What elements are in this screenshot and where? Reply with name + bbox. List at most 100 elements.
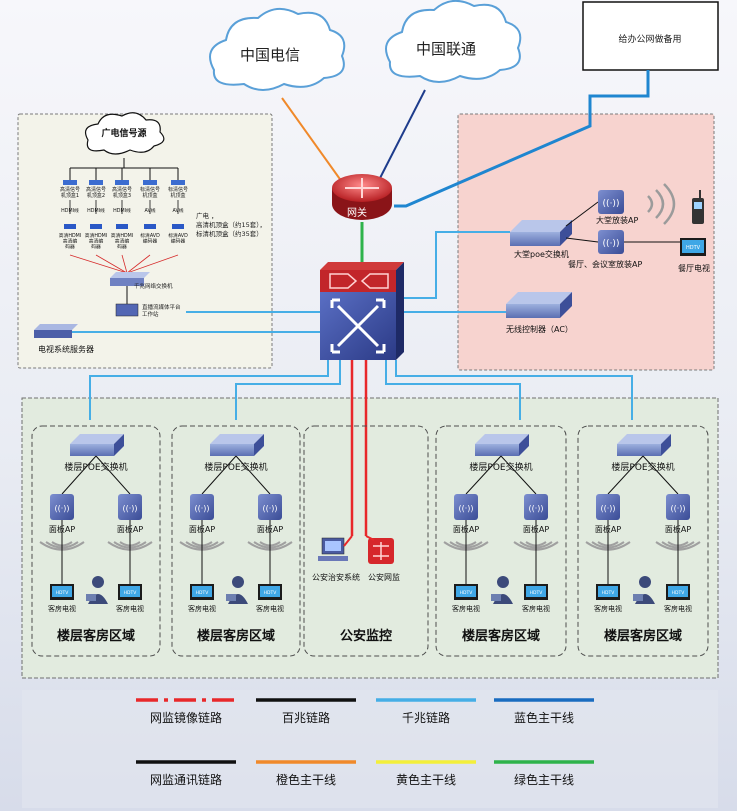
switch-to-ap-link xyxy=(61,455,97,495)
hdtv-label: HDTV xyxy=(530,590,544,596)
zone-title: 公安监控 xyxy=(340,628,392,644)
room-tv-label: 客房电视 xyxy=(452,604,480,613)
zone-title: 楼层客房区域 xyxy=(604,628,682,644)
lobby-poe-switch-label: 大堂poe交换机 xyxy=(514,249,569,259)
room-tv-label: 客房电视 xyxy=(48,604,76,613)
tv-system-note: 广电 ，高清机顶盒（约15套），标清机顶盒（约35套） xyxy=(196,211,266,238)
telecom-orange-link xyxy=(281,97,343,183)
encoder-uplink-3 xyxy=(121,254,128,274)
set-top-box-icon xyxy=(63,180,77,185)
room-tv: HDTV xyxy=(524,584,548,600)
zone-title: 楼层客房区域 xyxy=(462,628,540,644)
cloud-telecom-label: 中国电信 xyxy=(240,46,300,64)
hdtv-label: HDTV xyxy=(264,590,278,596)
switch-to-ap-link xyxy=(201,455,237,495)
hdtv-label: HDTV xyxy=(56,590,70,596)
floor-poe-switch xyxy=(70,434,124,456)
room-tv-label: 客房电视 xyxy=(116,604,144,613)
cloud-unicom-label: 中国联通 xyxy=(416,40,476,58)
hdtv-label: HDTV xyxy=(124,590,138,596)
encoder-icon xyxy=(144,224,156,229)
encoder-uplink-2 xyxy=(95,254,128,274)
zone-title: 楼层客房区域 xyxy=(57,628,135,644)
police-system-label: 公安治安系统 xyxy=(312,572,360,582)
zone-group: 楼层客房区域楼层POE交换机((·))面板APHDTV客房电视((·))面板AP… xyxy=(31,425,709,657)
svg-text:((·)): ((·)) xyxy=(603,199,620,209)
tv-system-note-text: 广电 ，高清机顶盒（约15套），标清机顶盒（约35套） xyxy=(196,211,266,238)
encoder-icon xyxy=(172,224,184,229)
legend-item-7: 黄色主干线 xyxy=(376,760,476,787)
legend-label: 黄色主干线 xyxy=(396,773,456,787)
legend-item-8: 绿色主干线 xyxy=(494,760,594,787)
tv-system-server: 电视系统服务器 xyxy=(34,324,94,354)
room-tv-label: 客房电视 xyxy=(594,604,622,613)
room-tv-label: 客房电视 xyxy=(664,604,692,613)
cable-label-5: AV线 xyxy=(172,207,183,214)
cable-label-3: HDMI线 xyxy=(113,207,131,214)
set-top-box-label-3: 高清信号机顶盒3 xyxy=(112,186,132,199)
office-blue-link xyxy=(394,70,650,208)
floor-poe-switch-label: 楼层POE交换机 xyxy=(204,461,267,473)
set-top-box-label-5: 标清信号机顶盒 xyxy=(168,186,188,199)
floor-poe-switch xyxy=(475,434,529,456)
set-top-box-icon xyxy=(89,180,103,185)
room-tv: HDTV xyxy=(454,584,478,600)
svg-text:((·)): ((·)) xyxy=(122,504,137,513)
encoder-icon xyxy=(64,224,76,229)
legend-label: 橙色主干线 xyxy=(276,772,336,787)
office-network-box: 给办公网做备用 xyxy=(582,1,719,71)
floor-poe-switch-label: 楼层POE交换机 xyxy=(611,461,674,473)
cloud-telecom: 中国电信 xyxy=(209,7,346,91)
legend-label: 绿色主干线 xyxy=(514,772,574,787)
set-top-box-label-4: 标清信号机顶盒 xyxy=(140,186,160,199)
panel-ap: ((·)) xyxy=(190,494,214,520)
svg-text:((·)): ((·)) xyxy=(458,504,473,513)
gateway-label: 网关 xyxy=(347,206,367,219)
svg-text:((·)): ((·)) xyxy=(670,504,685,513)
zone-5: 楼层客房区域楼层POE交换机((·))面板APHDTV客房电视((·))面板AP… xyxy=(577,425,709,657)
person-laptop-icon xyxy=(86,576,108,604)
tv-signal-source-cloud: 广电信号源 xyxy=(85,112,165,155)
hdtv-label: HDTV xyxy=(672,590,686,596)
gateway-router: 网关 xyxy=(332,174,392,220)
zone-border xyxy=(171,425,301,657)
switch-to-ap-link xyxy=(607,455,644,495)
restaurant-tv-hdtv: HDTV xyxy=(686,245,701,251)
person-laptop-icon xyxy=(633,576,655,604)
svg-text:((·)): ((·)) xyxy=(600,504,615,513)
legend-item-6: 橙色主干线 xyxy=(256,760,356,787)
lobby-ap-links xyxy=(565,201,599,243)
person-laptop-icon xyxy=(491,576,513,604)
svg-text:((·)): ((·)) xyxy=(528,504,543,513)
cloud-unicom: 中国联通 xyxy=(385,0,522,83)
lobby-poe-switch: 大堂poe交换机 xyxy=(510,220,572,259)
police-monitor-switch xyxy=(368,538,394,564)
room-tv: HDTV xyxy=(596,584,620,600)
room-tv: HDTV xyxy=(118,584,142,600)
set-top-box-label-1: 高清信号机顶盒1 xyxy=(60,186,80,199)
restaurant-tv: HDTV 餐厅电视 xyxy=(678,238,710,273)
office-network-label: 给办公网做备用 xyxy=(618,33,681,45)
room-tv: HDTV xyxy=(50,584,74,600)
restaurant-ap-label: 餐厅、会议室放装AP xyxy=(568,259,642,269)
legend-label: 蓝色主干线 xyxy=(514,711,574,725)
police-link-end xyxy=(365,535,375,541)
zone-2: 楼层客房区域楼层POE交换机((·))面板APHDTV客房电视((·))面板AP… xyxy=(171,425,301,657)
panel-ap: ((·)) xyxy=(666,494,690,520)
legend-label: 网监镜像链路 xyxy=(150,710,222,725)
room-tv: HDTV xyxy=(190,584,214,600)
unicom-navy-link xyxy=(377,89,426,183)
encoder-uplink-1 xyxy=(69,254,128,274)
svg-text:((·)): ((·)) xyxy=(54,504,69,513)
panel-ap: ((·)) xyxy=(118,494,142,520)
tv-system-panel xyxy=(17,113,273,369)
core-downlinks xyxy=(89,360,633,420)
switch-to-ap-link xyxy=(95,455,131,495)
legend-item-4: 蓝色主干线 xyxy=(494,698,594,725)
wireless-controller-label: 无线控制器（AC） xyxy=(506,324,573,334)
legend-item-5: 网监通讯链路 xyxy=(136,760,236,787)
legend-label: 千兆链路 xyxy=(402,710,450,725)
